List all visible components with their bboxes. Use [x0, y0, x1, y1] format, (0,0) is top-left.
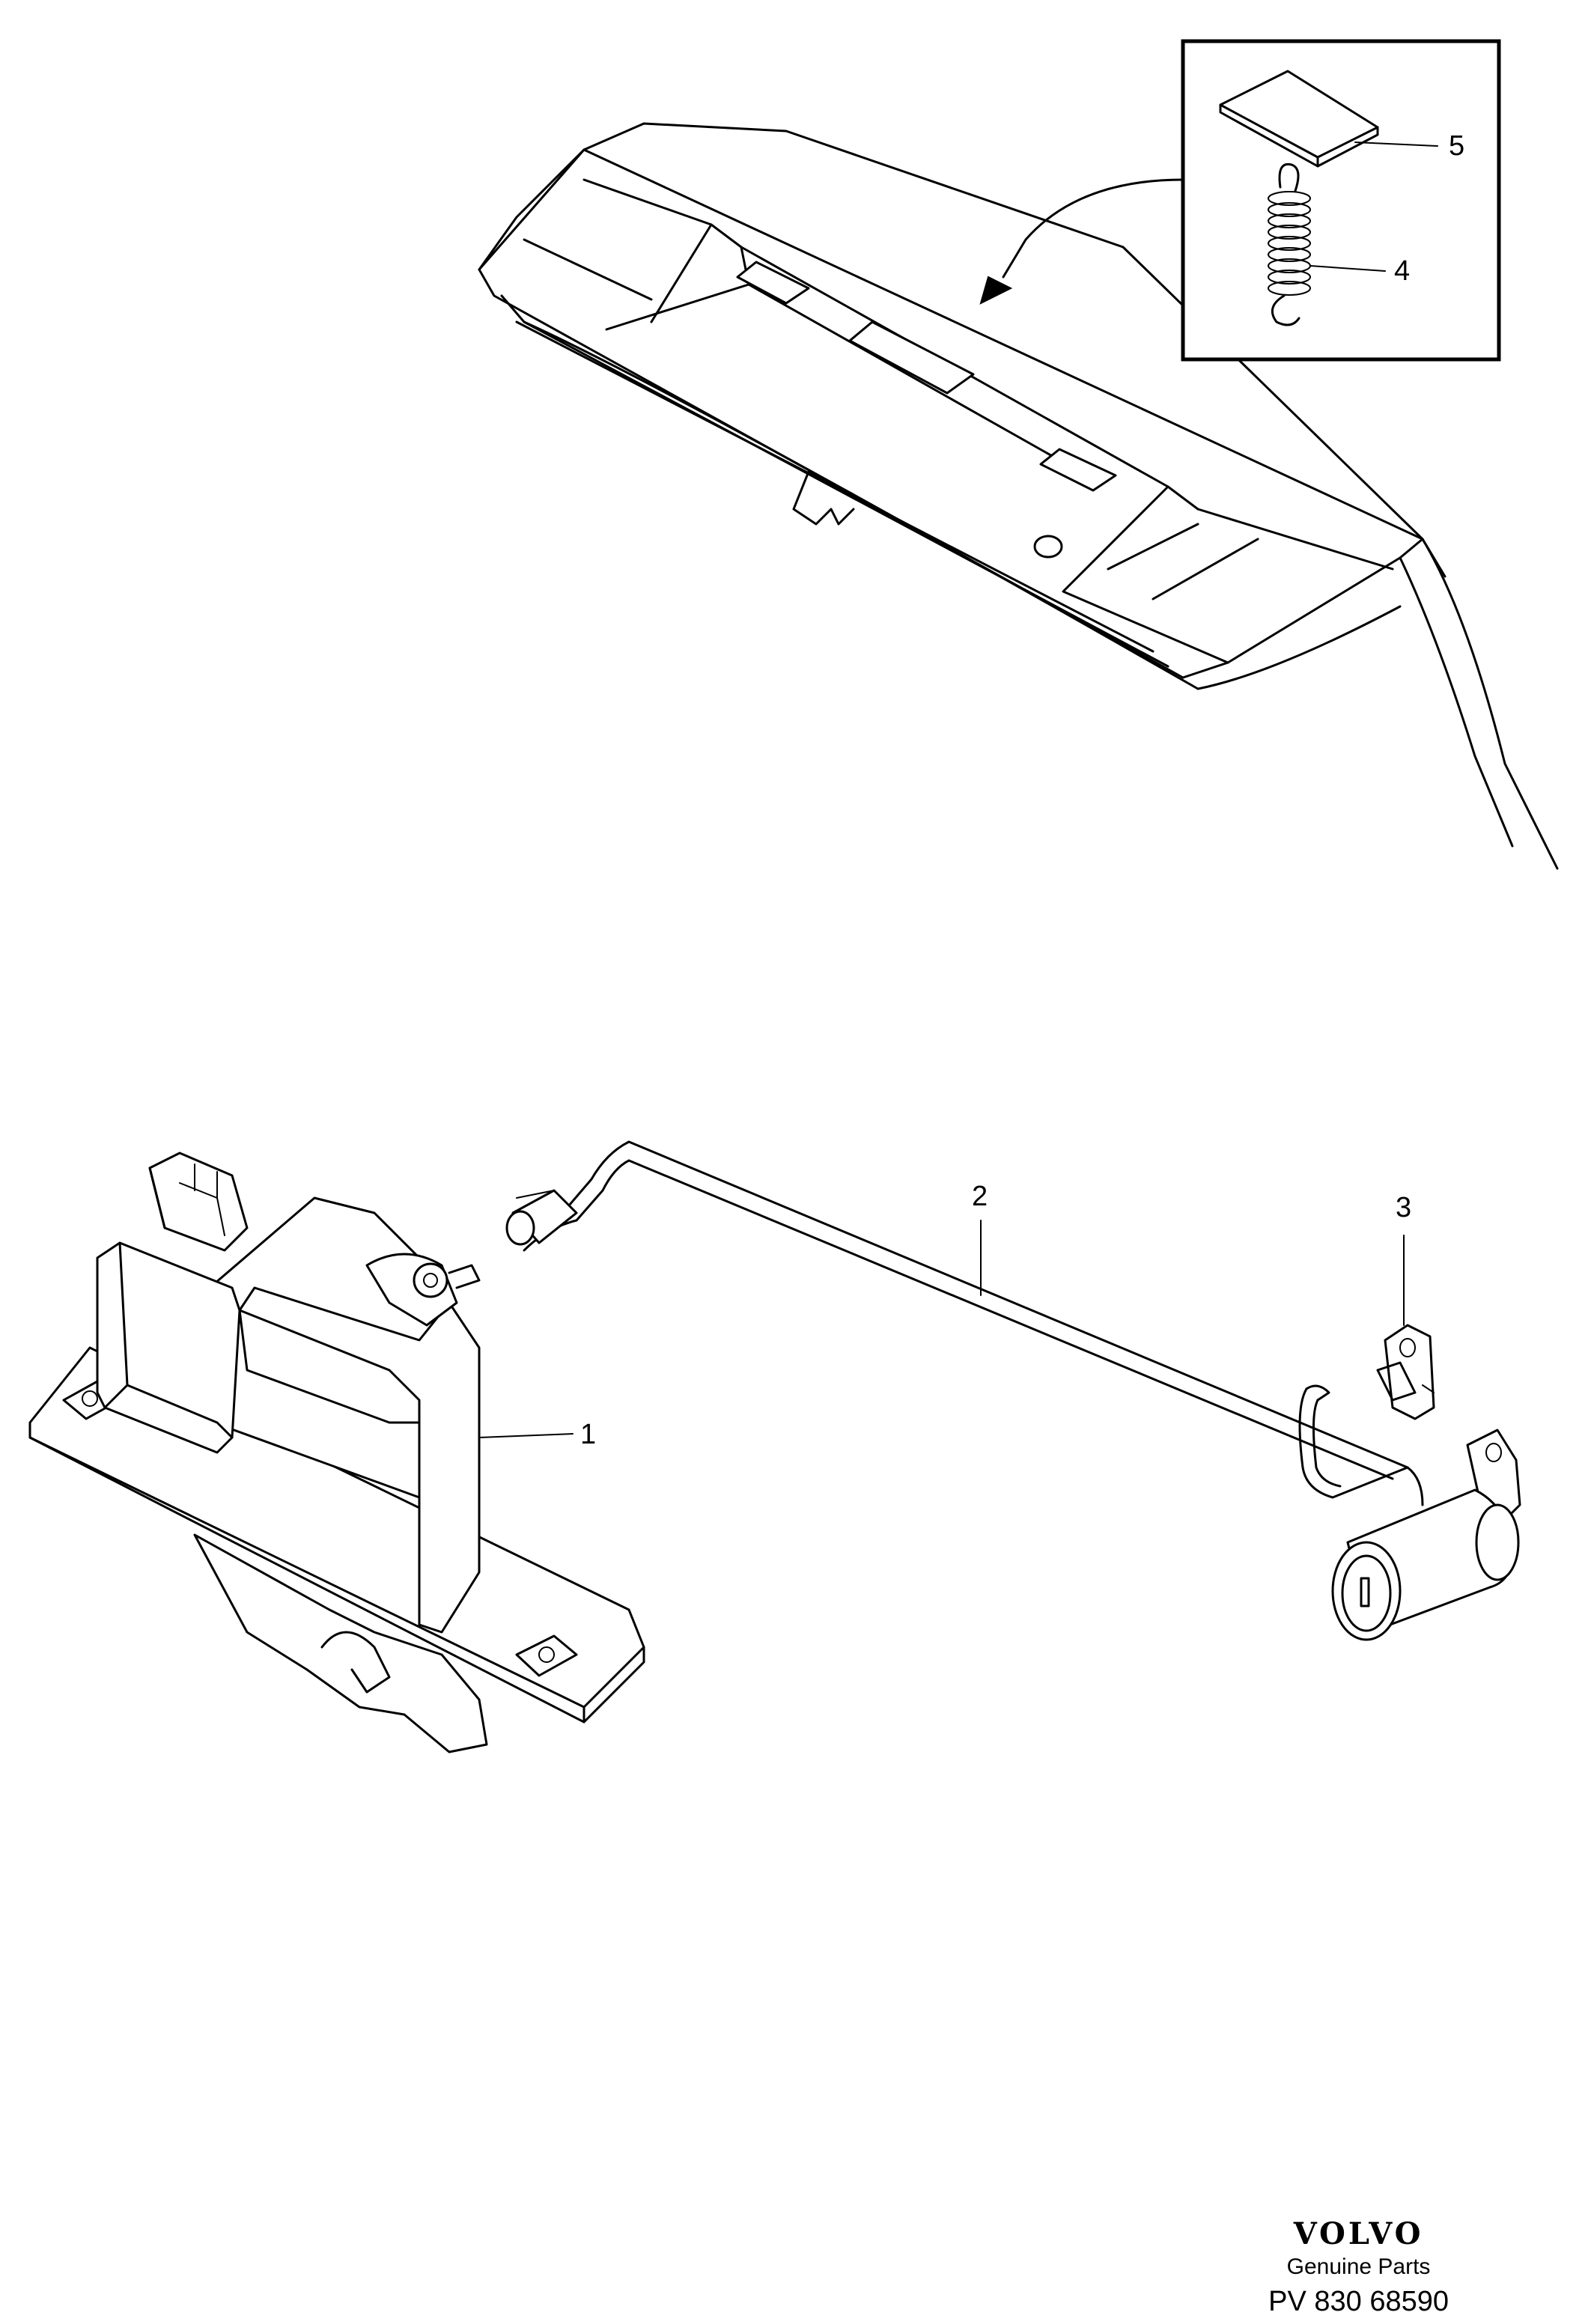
callout-4: 4 [1394, 255, 1410, 287]
callout-3: 3 [1396, 1192, 1411, 1223]
diagram-code: PV 830 68590 [1268, 2286, 1449, 2317]
rod-part-2 [505, 1140, 1424, 1506]
pad-part-5 [1219, 70, 1379, 168]
callout-2: 2 [972, 1181, 988, 1212]
brand-tagline: Genuine Parts [1286, 2254, 1431, 2279]
leader-5 [1354, 142, 1438, 147]
detail-box: 5 4 [1181, 39, 1501, 362]
lock-cylinder [1331, 1429, 1521, 1641]
clip-part-3 [1376, 1324, 1435, 1420]
brand-block: VOLVO Genuine Parts PV 830 68590 [1268, 2216, 1449, 2318]
volvo-logo: VOLVO [1293, 2216, 1424, 2251]
detail-pointer-arrow [979, 178, 1184, 305]
leader-1 [478, 1433, 574, 1438]
lock-assembly-part-1 [28, 1152, 645, 1753]
callouts: 1 2 3 [478, 1181, 1411, 1450]
leader-4 [1309, 265, 1386, 272]
callout-5: 5 [1449, 130, 1464, 162]
callout-1: 1 [580, 1419, 596, 1450]
tailgate-handle-panel [478, 122, 1559, 870]
